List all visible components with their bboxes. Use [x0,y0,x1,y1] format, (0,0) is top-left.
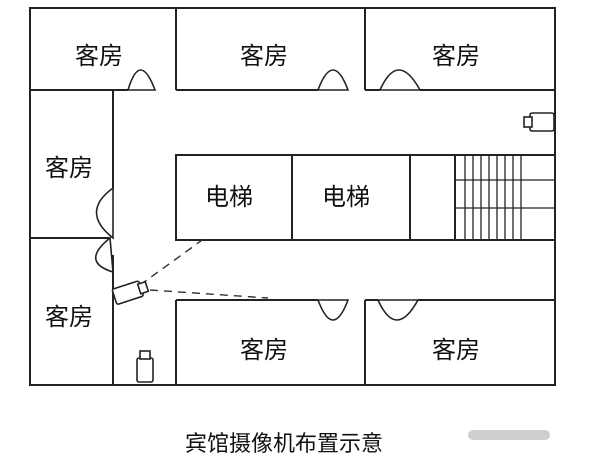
guest-room-label: 客房 [45,303,93,331]
elevator-label: 电梯 [205,183,253,211]
stairs [455,155,555,240]
guest-room-label: 客房 [432,42,480,70]
camera-icon [523,112,555,132]
guest-room-label: 客房 [432,336,480,364]
guest-room-label: 客房 [240,42,288,70]
guest-room-label: 客房 [240,336,288,364]
camera-icon [136,350,154,383]
walls [29,7,556,386]
doors [94,69,422,321]
elevator-label: 电梯 [322,183,370,211]
guest-room-label: 客房 [45,154,93,182]
camera-icon [111,280,150,305]
camera-sight-lines [139,237,269,299]
watermark-blur [468,430,550,440]
diagram-caption: 宾馆摄像机布置示意 [185,432,383,457]
guest-room-label: 客房 [75,42,123,70]
